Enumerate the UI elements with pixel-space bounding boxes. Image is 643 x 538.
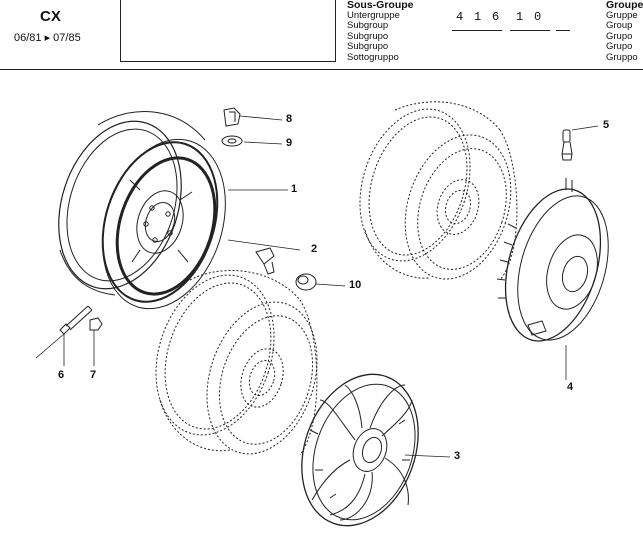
wheel-trim-decorative	[301, 373, 419, 527]
subgroup-label-de: Untergruppe	[347, 9, 400, 21]
code-digit: 1	[516, 10, 524, 24]
callout-8: 8	[286, 113, 293, 125]
code-underline	[510, 30, 550, 31]
valve-cap	[295, 273, 317, 291]
code-underline	[556, 30, 570, 31]
subgroup-label-fr: Sous-Groupe	[347, 0, 414, 11]
production-period: 06/81 ▸ 07/85	[14, 32, 81, 44]
wheel-cover-full	[496, 178, 609, 342]
title-box	[120, 0, 336, 62]
balance-weight	[221, 135, 243, 147]
callout-1: 1	[291, 183, 298, 195]
callout-9: 9	[286, 137, 293, 149]
code-digit: 1	[474, 10, 482, 24]
leader-lines	[35, 115, 599, 458]
steel-wheel-front	[58, 111, 226, 310]
valve-stem	[561, 129, 573, 161]
callout-3: 3	[454, 450, 461, 462]
group-label-de: Gruppe	[606, 9, 638, 21]
balance-weight-clip	[223, 107, 241, 127]
steel-wheel-rear-right	[359, 101, 518, 281]
callout-6: 6	[58, 369, 65, 381]
group-label-en: Group	[606, 20, 633, 31]
header-block: CX 06/81 ▸ 07/85 Sous-Groupe Untergruppe…	[0, 0, 643, 72]
code-underline	[452, 30, 502, 31]
subgroup-labels: Sous-Groupe Untergruppe Subgroup Subgrup…	[347, 0, 414, 63]
tyre-valve	[255, 247, 275, 275]
wheel-bolt	[59, 305, 93, 335]
code-digit: 4	[456, 10, 464, 24]
callout-4: 4	[567, 381, 574, 393]
group-labels: Groupe Gruppe Group Grupo Grupo Gruppo	[606, 0, 643, 63]
model-code: CX	[40, 8, 61, 25]
subgroup-label-it: Sottogruppo	[347, 51, 399, 63]
subgroup-label-es: Subgrupo	[347, 30, 389, 42]
callout-2: 2	[311, 243, 318, 255]
header-rule	[0, 69, 643, 70]
callout-7: 7	[90, 369, 97, 381]
code-digit: 6	[492, 10, 500, 24]
subgroup-label-pt: Subgrupo	[347, 41, 389, 52]
group-label-es: Grupo	[606, 30, 633, 42]
group-label-it: Gruppo	[606, 51, 638, 63]
group-code: 4 1 6 1 0	[452, 10, 572, 32]
code-digit: 0	[534, 10, 542, 24]
subgroup-label-en: Subgroup	[347, 20, 389, 31]
callout-10: 10	[349, 279, 362, 291]
callout-5: 5	[603, 119, 610, 131]
wheel-nut	[89, 317, 103, 331]
group-label-pt: Grupo	[606, 41, 633, 52]
group-label-fr: Groupe	[606, 0, 643, 11]
